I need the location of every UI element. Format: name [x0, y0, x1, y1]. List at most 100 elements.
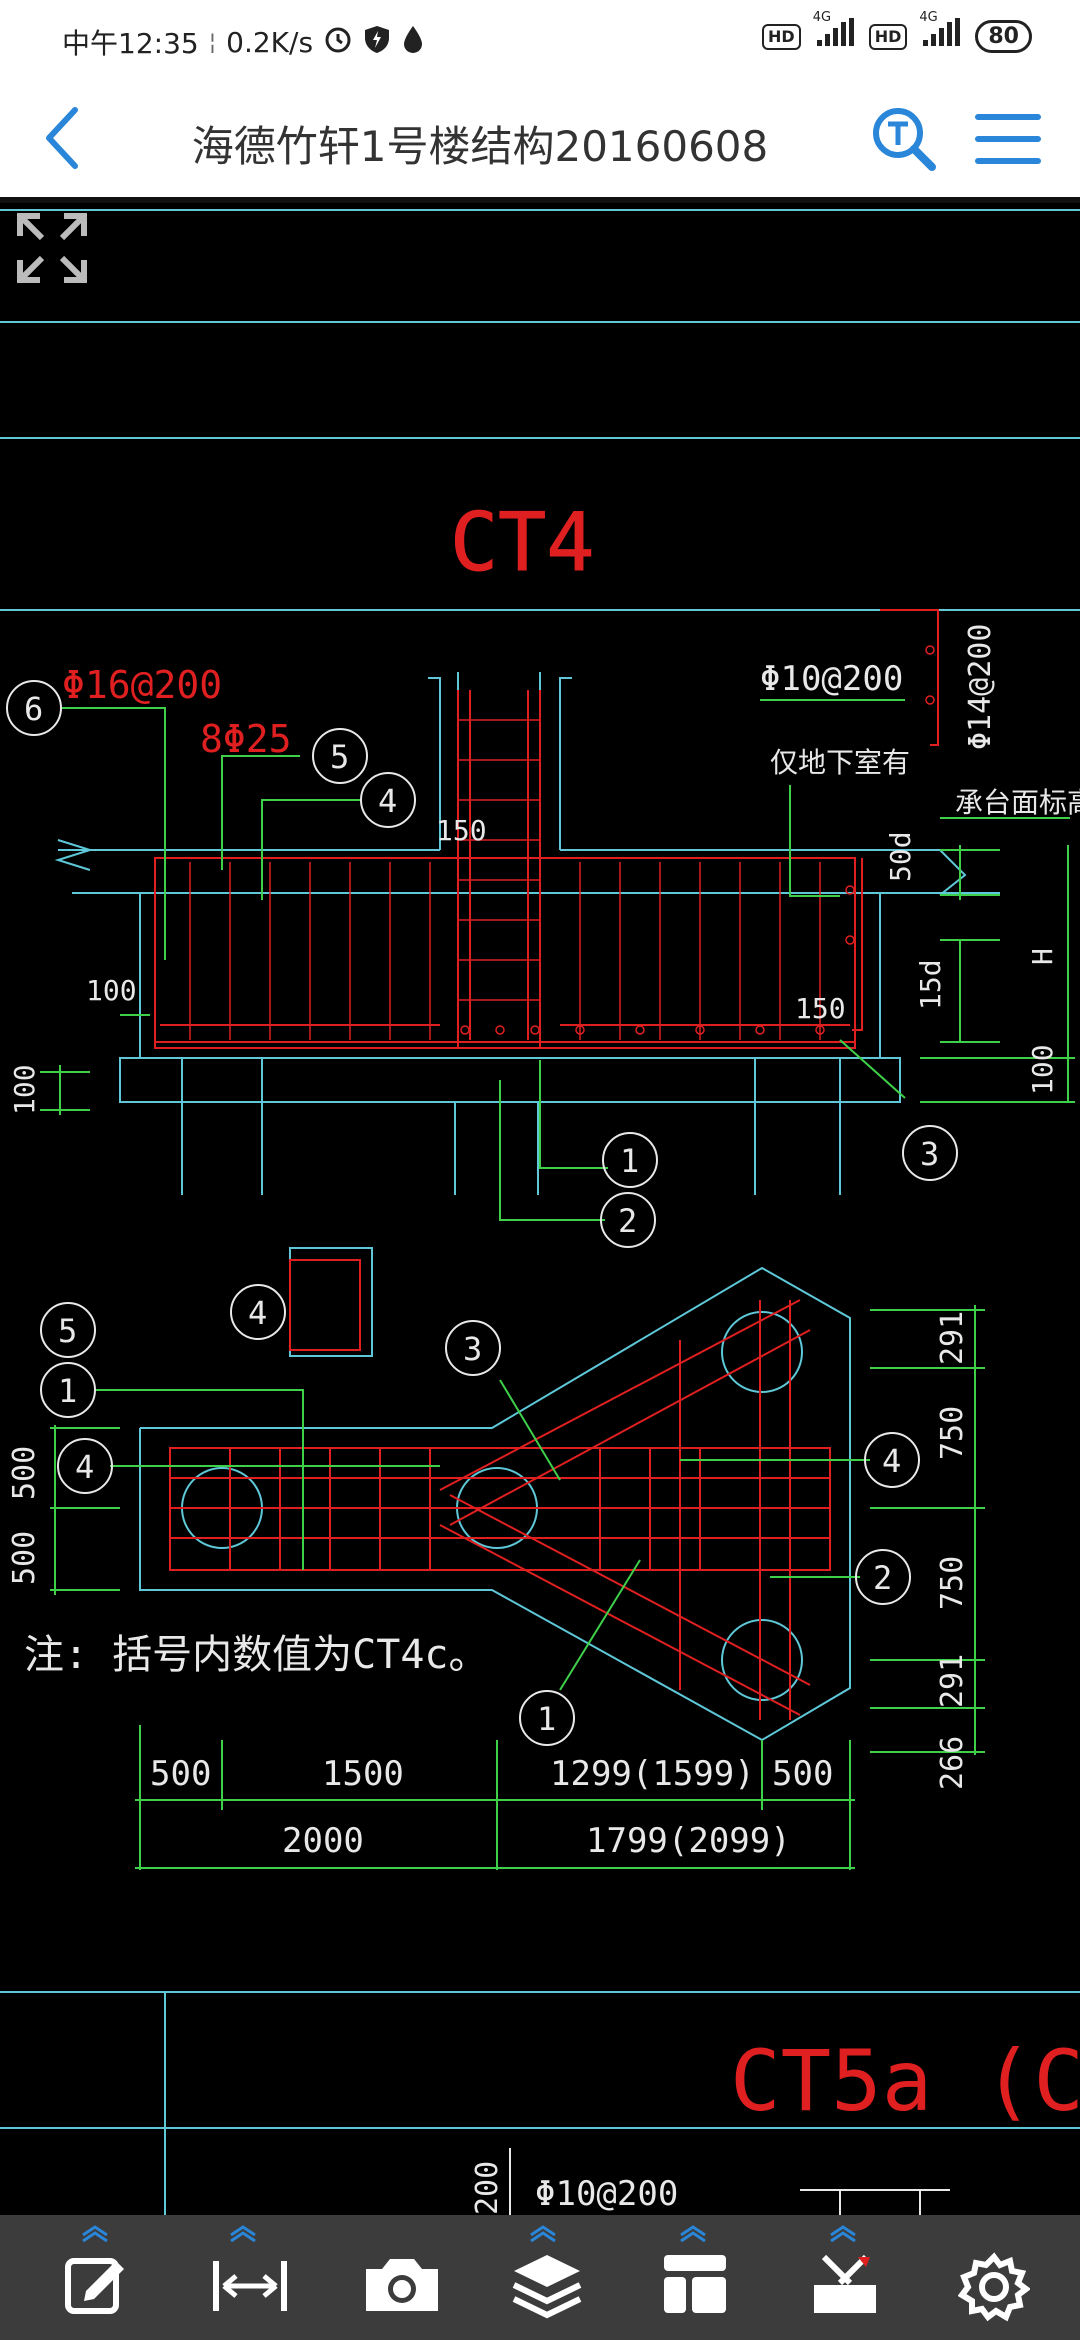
note-label: 仅地下室有 — [770, 746, 910, 779]
svg-text:5: 5 — [330, 738, 349, 776]
svg-text:3: 3 — [463, 1330, 482, 1368]
dimension-label: H — [1026, 948, 1059, 965]
svg-text:2: 2 — [873, 1559, 892, 1597]
expand-icon — [17, 213, 87, 283]
drawing-canvas[interactable]: CT4 — [0, 203, 1080, 2215]
chevron-left-icon — [46, 107, 78, 169]
marker-1: 1 — [40, 1362, 96, 1418]
svg-text:3: 3 — [920, 1135, 939, 1173]
chevron-up-icon — [230, 2225, 256, 2243]
text-search-icon — [873, 108, 936, 171]
section-markers: 6 5 4 1 2 3 — [6, 680, 958, 1248]
dimension-label: 500 — [7, 1531, 42, 1585]
svg-text:5: 5 — [58, 1312, 77, 1350]
svg-text:2: 2 — [618, 1202, 637, 1240]
marker-4: 4 — [57, 1438, 113, 1494]
page-title: 海德竹轩1号楼结构20160608 — [191, 122, 769, 171]
status-divider: ¦ — [208, 29, 217, 55]
status-left: 中午12:35 ¦ 0.2K/s — [62, 22, 425, 62]
rebar-label: Φ16@200 — [62, 663, 222, 707]
plan-view: 4 5 1 4 3 4 2 1 注: 括号内数值为CT4c。 500 500 2… — [7, 1247, 985, 1870]
svg-text:4: 4 — [378, 782, 397, 820]
status-right: HD 4G HD 4G 80 — [762, 10, 1032, 55]
toolbox-icon — [814, 2254, 876, 2313]
dimension-label: 750 — [935, 1406, 970, 1460]
marker-6: 6 — [6, 680, 62, 736]
alarm-icon — [323, 24, 353, 61]
drawing-note: 注: 括号内数值为CT4c。 — [24, 1632, 489, 1678]
chevron-up-icon — [530, 2225, 556, 2243]
dimension-label: 100 — [8, 1064, 41, 1115]
measure-icon — [213, 2261, 287, 2311]
rebar-label: Φ10@200 — [535, 2174, 678, 2214]
signal-icon: 4G — [813, 10, 857, 55]
svg-text:1: 1 — [58, 1372, 77, 1410]
hd-badge: HD — [762, 23, 801, 50]
signal-icon: 4G — [919, 10, 963, 55]
measure-tool-button[interactable] — [188, 2215, 298, 2340]
layout-tool-button[interactable] — [638, 2215, 748, 2340]
marker-1: 1 — [519, 1690, 575, 1746]
svg-text:1: 1 — [620, 1142, 639, 1180]
edit-icon — [65, 2258, 124, 2314]
shield-icon — [363, 24, 391, 61]
fullscreen-button[interactable] — [14, 210, 90, 286]
gear-icon — [958, 2252, 1030, 2322]
marker-4: 4 — [360, 772, 416, 828]
settings-button[interactable] — [936, 2215, 1046, 2340]
dimension-label: 291 — [935, 1311, 970, 1365]
section-labels: Φ16@200 8Φ25 Φ10@200 Φ14@200 仅地下室有 承台面标高… — [8, 624, 1080, 1115]
dimension-label: 200 — [470, 2161, 505, 2215]
elevation-label: 承台面标高 — [955, 786, 1080, 819]
marker-5: 5 — [312, 728, 368, 784]
hd-badge: HD — [868, 23, 908, 50]
edit-tool-button[interactable] — [40, 2215, 150, 2340]
svg-text:4: 4 — [248, 1294, 267, 1332]
camera-tool-button[interactable] — [340, 2215, 450, 2340]
rebar-label: Φ14@200 — [963, 624, 998, 750]
hamburger-icon — [975, 114, 1041, 164]
chevron-up-icon — [830, 2225, 856, 2243]
menu-button[interactable] — [972, 103, 1044, 175]
dimension-label: 150 — [795, 992, 846, 1025]
section-view — [40, 609, 1075, 1221]
svg-text:1: 1 — [537, 1700, 556, 1738]
back-button[interactable] — [26, 103, 96, 173]
status-time: 中午12:35 — [62, 27, 199, 60]
dimension-label: 1299(1599) — [550, 1754, 755, 1794]
svg-text:4: 4 — [882, 1442, 901, 1480]
marker-4: 4 — [230, 1284, 286, 1340]
chevron-up-icon — [82, 2225, 108, 2243]
dimension-label: 266 — [935, 1736, 970, 1790]
drawing-title-ct5a: CT5a (CT — [730, 2032, 1080, 2130]
dimension-label: 50d — [884, 831, 917, 882]
text-search-button[interactable] — [868, 103, 940, 175]
next-sheet: CT5a (CT Φ10@200 200 — [470, 2032, 1080, 2215]
marker-3: 3 — [445, 1320, 501, 1376]
dimension-label: 1799(2099) — [586, 1821, 791, 1861]
dimension-label: 500 — [150, 1754, 211, 1794]
marker-4: 4 — [864, 1432, 920, 1488]
app-header: 海德竹轩1号楼结构20160608 — [0, 75, 1080, 203]
rebar-label: 8Φ25 — [200, 717, 292, 761]
svg-text:6: 6 — [24, 690, 43, 728]
dimension-label: 15d — [914, 959, 947, 1010]
drawing-title-ct4: CT4 — [450, 496, 595, 589]
camera-icon — [366, 2259, 438, 2311]
battery-indicator: 80 — [975, 20, 1032, 53]
svg-text:4: 4 — [75, 1448, 94, 1486]
dimension-label: 1500 — [322, 1754, 404, 1794]
status-bar: 中午12:35 ¦ 0.2K/s HD 4G HD 4G 80 — [0, 0, 1080, 75]
status-speed: 0.2K/s — [226, 25, 314, 59]
dimension-label: 100 — [1026, 1044, 1059, 1095]
dimension-label: 500 — [7, 1446, 42, 1500]
marker-2: 2 — [600, 1192, 656, 1248]
tools-button[interactable] — [788, 2215, 898, 2340]
chevron-up-icon — [680, 2225, 706, 2243]
dimension-label: 500 — [772, 1754, 833, 1794]
marker-1: 1 — [602, 1132, 658, 1188]
layers-tool-button[interactable] — [488, 2215, 598, 2340]
marker-5: 5 — [40, 1302, 96, 1358]
layers-icon — [512, 2255, 582, 2319]
rebar-label: Φ10@200 — [760, 659, 903, 699]
